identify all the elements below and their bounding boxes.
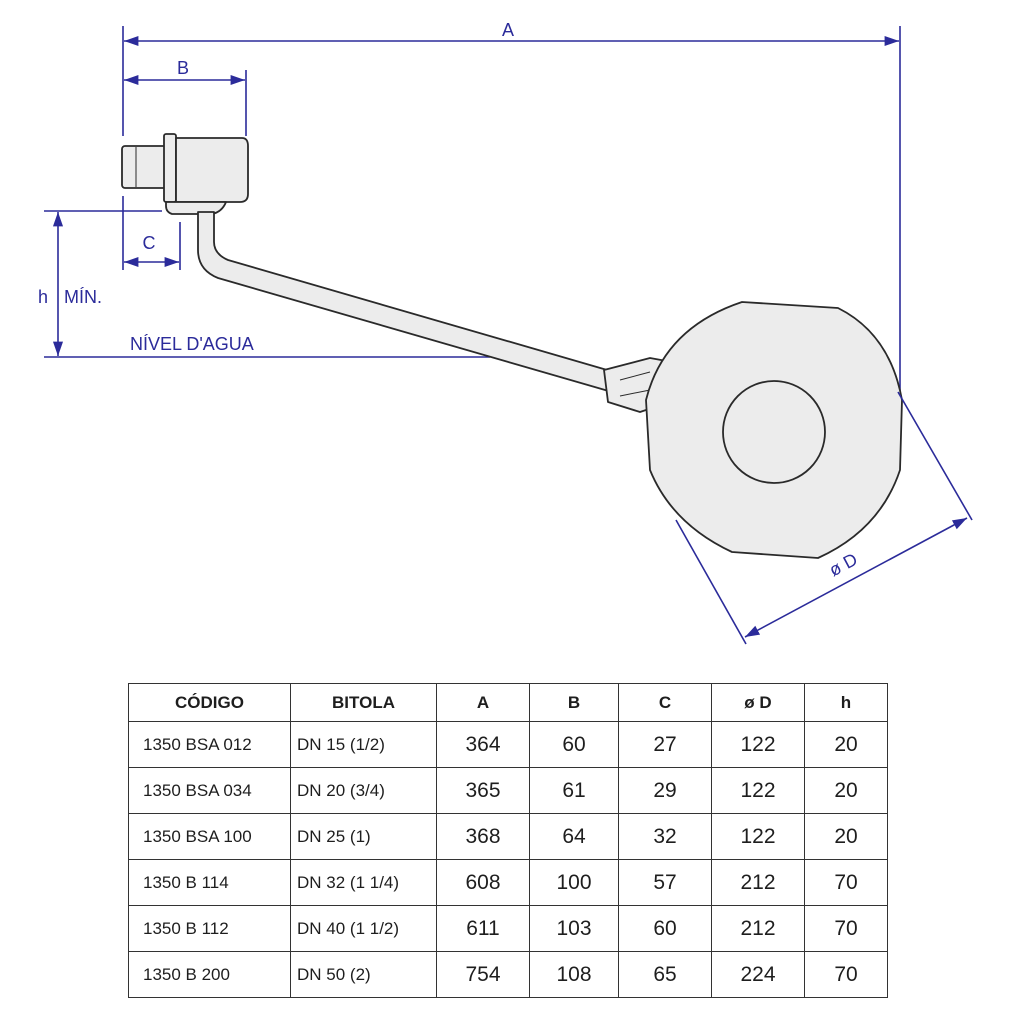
cell-bitola: DN 15 (1/2) [290,721,437,768]
table-row: 1350 B 200 DN 50 (2) 754 108 65 224 70 [128,951,888,998]
dimension-d-label: ø D [826,549,861,580]
table-row: 1350 B 114 DN 32 (1 1/4) 608 100 57 212 … [128,859,888,906]
cell-codigo: 1350 BSA 100 [128,813,291,860]
header-b: B [529,683,619,722]
header-d: ø D [711,683,805,722]
cell-h: 20 [804,721,888,768]
cell-bitola: DN 50 (2) [290,951,437,998]
cell-h: 20 [804,767,888,814]
float-valve-drawing: A B C h MÍN. NÍVEL D'AGUA [38,20,973,645]
cell-bitola: DN 32 (1 1/4) [290,859,437,906]
dimension-c-label: C [143,233,156,253]
cell-a: 608 [436,859,530,906]
cell-d: 212 [711,905,805,952]
dimension-a [122,26,901,392]
cell-bitola: DN 40 (1 1/2) [290,905,437,952]
dimension-b-label: B [177,58,189,78]
cell-b: 103 [529,905,619,952]
dimension-b [124,70,247,136]
cell-h: 70 [804,951,888,998]
cell-codigo: 1350 BSA 034 [128,767,291,814]
cell-bitola: DN 20 (3/4) [290,767,437,814]
cell-c: 57 [618,859,712,906]
cell-d: 122 [711,767,805,814]
header-codigo: CÓDIGO [128,683,291,722]
cell-d: 212 [711,859,805,906]
cell-c: 29 [618,767,712,814]
cell-a: 368 [436,813,530,860]
header-c: C [618,683,712,722]
cell-c: 60 [618,905,712,952]
header-bitola: BITOLA [290,683,437,722]
cell-d: 224 [711,951,805,998]
cell-a: 365 [436,767,530,814]
cell-h: 70 [804,905,888,952]
cell-codigo: 1350 B 200 [128,951,291,998]
cell-codigo: 1350 B 112 [128,905,291,952]
cell-b: 108 [529,951,619,998]
cell-c: 27 [618,721,712,768]
cell-b: 100 [529,859,619,906]
cell-bitola: DN 25 (1) [290,813,437,860]
water-level-label: NÍVEL D'AGUA [130,334,254,354]
table-row: 1350 BSA 012 DN 15 (1/2) 364 60 27 122 2… [128,721,888,768]
cell-h: 20 [804,813,888,860]
float-arm [197,211,615,393]
dimension-c [122,196,181,270]
cell-d: 122 [711,813,805,860]
table-header-row: CÓDIGO BITOLA A B C ø D h [128,683,888,722]
cell-a: 364 [436,721,530,768]
cell-a: 754 [436,951,530,998]
table-row: 1350 B 112 DN 40 (1 1/2) 611 103 60 212 … [128,905,888,952]
table-row: 1350 BSA 100 DN 25 (1) 368 64 32 122 20 [128,813,888,860]
valve-body [121,133,249,215]
dimension-h-label: h [38,287,48,307]
dimension-d [675,391,973,645]
dimension-a-label: A [502,20,514,40]
cell-a: 611 [436,905,530,952]
cell-b: 60 [529,721,619,768]
float-ball [645,301,903,559]
cell-c: 32 [618,813,712,860]
specification-table: CÓDIGO BITOLA A B C ø D h 1350 BSA 012 D… [128,683,888,998]
cell-d: 122 [711,721,805,768]
header-a: A [436,683,530,722]
cell-codigo: 1350 BSA 012 [128,721,291,768]
header-h: h [804,683,888,722]
cell-b: 61 [529,767,619,814]
minimum-label: MÍN. [64,287,102,307]
cell-c: 65 [618,951,712,998]
table-row: 1350 BSA 034 DN 20 (3/4) 365 61 29 122 2… [128,767,888,814]
dimension-h [44,210,162,356]
cell-h: 70 [804,859,888,906]
cell-b: 64 [529,813,619,860]
cell-codigo: 1350 B 114 [128,859,291,906]
